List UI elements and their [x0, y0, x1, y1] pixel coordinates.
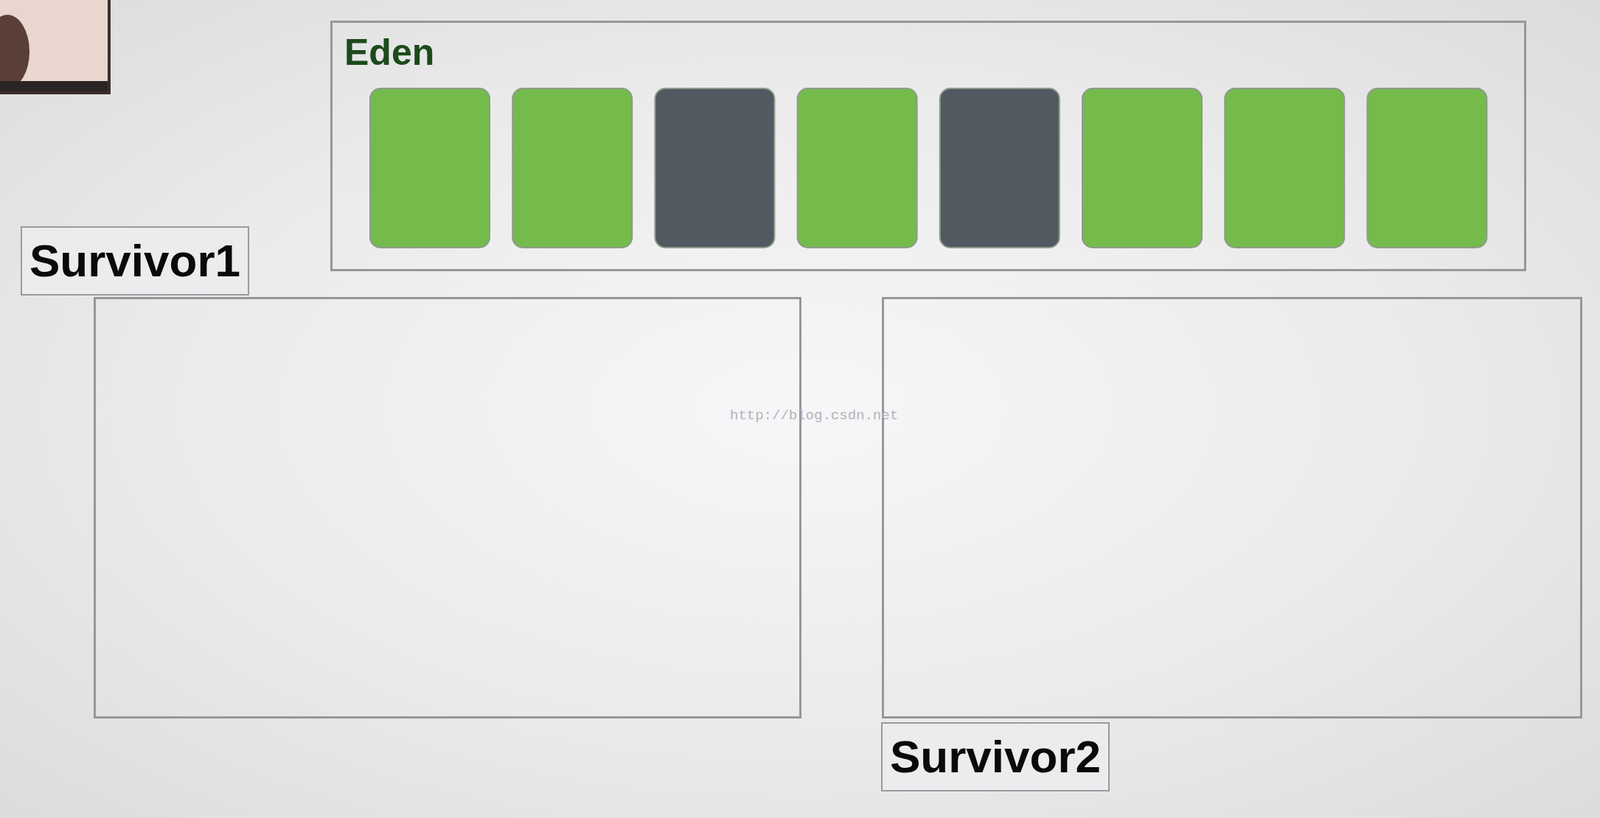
live-object	[797, 88, 918, 248]
survivor-region: Survivor1	[93, 297, 802, 719]
eden-region: Eden	[330, 20, 1527, 272]
live-object	[1224, 88, 1345, 248]
survivor-region: Survivor2	[881, 297, 1583, 719]
live-object	[1082, 88, 1202, 248]
webcam-thumbnail	[0, 0, 111, 95]
live-object	[1367, 88, 1487, 248]
watermark: http://blog.csdn.net	[729, 407, 899, 424]
region-title: Eden	[344, 31, 435, 75]
live-object	[512, 88, 632, 248]
region-label: Survivor1	[20, 226, 250, 296]
dead-object	[940, 88, 1060, 248]
memory-blocks	[370, 88, 1487, 248]
live-object	[370, 88, 490, 248]
dead-object	[654, 88, 775, 248]
region-label: Survivor2	[881, 722, 1110, 792]
